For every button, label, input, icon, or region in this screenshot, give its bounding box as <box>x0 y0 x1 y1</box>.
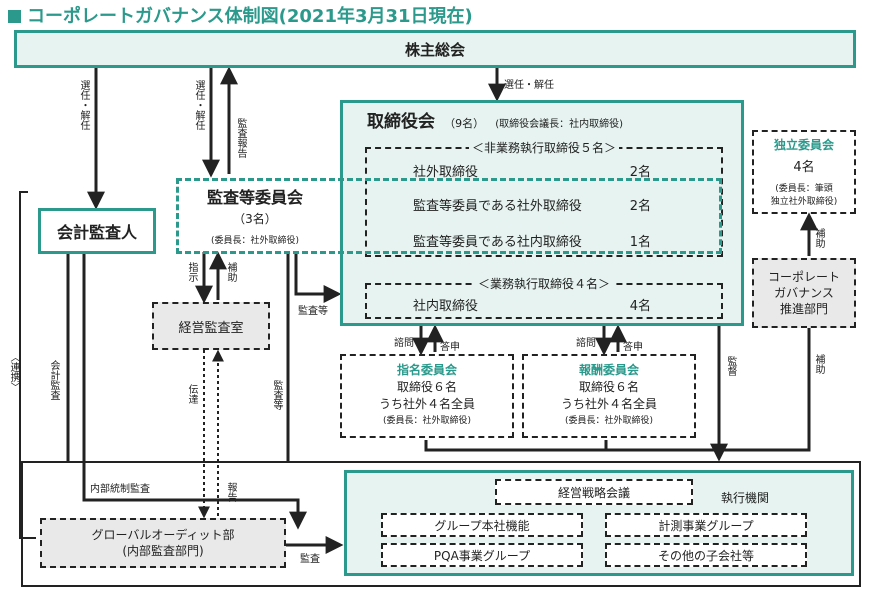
independent-committee-chair: 独立社外取締役) <box>770 197 838 207</box>
accounting-auditor-box: 会計監査人 <box>38 208 156 254</box>
director-row-num: 1名 <box>629 235 651 250</box>
board-chair: (取締役会議長：社内取締役) <box>495 119 623 130</box>
board-count: （9名） <box>444 117 485 130</box>
management-audit-office-box: 経営監査室 <box>152 302 270 350</box>
director-row: 監査等委員である社外取締役 2名 <box>413 195 651 214</box>
elect-dismiss-label: 選任・解任 <box>193 80 204 130</box>
board-box: 取締役会 （9名） (取締役会議長：社内取締役) ＜非業務執行取締役５名＞ 社外… <box>340 100 744 326</box>
strategy-meeting-box: 経営戦略会議 <box>495 479 693 505</box>
supervise-label: 監督 <box>725 356 736 376</box>
director-row-label: 監査等委員である社外取締役 <box>413 199 582 214</box>
group-hq-label: グループ本社機能 <box>434 518 530 533</box>
audit-committee-count: （3名） <box>233 212 277 226</box>
executive-organization-box: 執行機関 経営戦略会議 グループ本社機能 計測事業グループ PQA事業グループ … <box>344 470 854 576</box>
audit-etc-label: 監査等 <box>271 380 282 410</box>
title-text: コーポレートガバナンス体制図(2021年3月31日現在) <box>27 6 473 27</box>
answer-label: 答申 <box>440 342 460 353</box>
nomination-committee-members: 取締役６名 <box>396 380 457 394</box>
director-row-num: 2名 <box>629 199 651 214</box>
measurement-group-label: 計測事業グループ <box>658 518 754 533</box>
elect-dismiss-label: 選任・解任 <box>78 80 89 130</box>
audit-report-label: 監査報告 <box>235 118 246 158</box>
board-header: 取締役会 （9名） (取締役会議長：社内取締役) <box>367 107 623 132</box>
director-row-label: 社内取締役 <box>413 299 479 314</box>
audit-committee-name: 監査等委員会 <box>206 188 303 207</box>
non-exec-header-text: ＜非業務執行取締役５名＞ <box>468 141 619 155</box>
compensation-committee-chair: (委員長：社外取締役) <box>564 416 654 426</box>
compensation-committee-members: 取締役６名 <box>578 380 639 394</box>
cg-dept-label: コーポレート <box>767 270 840 284</box>
cg-dept-label: 推進部門 <box>779 302 828 316</box>
assist-label: 補助 <box>225 262 236 282</box>
title-square-icon <box>8 10 21 23</box>
consult-label: 諮問 <box>394 338 414 349</box>
exec-header-text: ＜業務執行取締役４名＞ <box>474 277 613 291</box>
director-row-label: 社外取締役 <box>413 165 479 180</box>
director-row-label: 監査等委員である社内取締役 <box>413 235 582 250</box>
audit-label: 監査 <box>300 554 320 565</box>
executive-organization-label: 執行機関 <box>721 491 770 505</box>
compensation-committee-box: 報酬委員会 取締役６名 うち社外４名全員 (委員長：社外取締役) <box>522 354 696 438</box>
communicate-label: 伝達 <box>186 384 197 404</box>
global-audit-dept-sub: (内部監査部門) <box>122 544 204 558</box>
consult-label: 諮問 <box>576 338 596 349</box>
independent-committee-count: 4名 <box>793 160 815 175</box>
page-title: コーポレートガバナンス体制図(2021年3月31日現在) <box>8 2 473 28</box>
audit-committee-label: 監査等委員会 （3名） (委員長：社外取締役) <box>180 184 330 246</box>
director-row-num: 4名 <box>629 299 651 314</box>
exec-header: ＜業務執行取締役４名＞ <box>365 275 723 292</box>
group-hq-box: グループ本社機能 <box>381 513 583 537</box>
board-name: 取締役会 <box>367 112 435 132</box>
shareholders-label: 株主総会 <box>404 40 465 59</box>
independent-committee-chair: (委員長：筆頭 <box>775 184 833 194</box>
cg-dept-label: ガバナンス <box>774 286 834 300</box>
assist-label: 補助 <box>813 354 824 374</box>
compensation-committee-name: 報酬委員会 <box>578 363 639 377</box>
audit-etc-label: 監査等 <box>298 306 328 317</box>
assist-label: 補助 <box>813 228 824 248</box>
nomination-committee-outside: うち社外４名全員 <box>378 397 475 411</box>
global-audit-dept-name: グローバルオーディット部 <box>91 528 235 542</box>
nomination-committee-box: 指名委員会 取締役６名 うち社外４名全員 (委員長：社外取締役) <box>340 354 514 438</box>
director-row: 社外取締役 2名 <box>413 161 651 180</box>
nomination-committee-chair: (委員長：社外取締役) <box>382 416 472 426</box>
global-audit-dept-box: グローバルオーディット部 (内部監査部門) <box>40 518 286 568</box>
non-exec-header: ＜非業務執行取締役５名＞ <box>365 139 723 156</box>
instruct-label: 指示 <box>186 262 197 282</box>
accounting-auditor-label: 会計監査人 <box>56 223 137 242</box>
compensation-committee-outside: うち社外４名全員 <box>560 397 657 411</box>
internal-control-audit-label: 内部統制監査 <box>90 484 150 495</box>
other-subsidiaries-box: その他の子会社等 <box>605 543 807 567</box>
strategy-meeting-label: 経営戦略会議 <box>557 485 630 500</box>
other-subsidiaries-label: その他の子会社等 <box>657 548 754 563</box>
independent-committee-name: 独立委員会 <box>773 138 834 152</box>
report-label: 報告 <box>225 482 236 502</box>
elect-dismiss-label: 選任・解任 <box>504 80 554 91</box>
cg-promotion-dept-box: コーポレート ガバナンス 推進部門 <box>752 258 856 328</box>
audit-committee-chair: (委員長：社外取締役) <box>210 236 300 246</box>
answer-label: 答申 <box>623 342 643 353</box>
independent-committee-box: 独立委員会 4名 (委員長：筆頭 独立社外取締役) <box>752 130 856 214</box>
pqa-group-label: PQA事業グループ <box>433 548 531 563</box>
management-audit-office-label: 経営監査室 <box>178 320 244 336</box>
liaison-label: ︿連携﹀ <box>8 352 19 392</box>
shareholders-meeting-box: 株主総会 <box>14 30 856 68</box>
director-row-num: 2名 <box>629 165 651 180</box>
director-row: 監査等委員である社内取締役 1名 <box>413 231 651 250</box>
audit-committee-box <box>176 178 722 254</box>
accounting-audit-label: 会計監査 <box>48 360 59 400</box>
pqa-group-box: PQA事業グループ <box>381 543 583 567</box>
director-row: 社内取締役 4名 <box>413 295 651 314</box>
nomination-committee-name: 指名委員会 <box>396 363 457 377</box>
measurement-group-box: 計測事業グループ <box>605 513 807 537</box>
